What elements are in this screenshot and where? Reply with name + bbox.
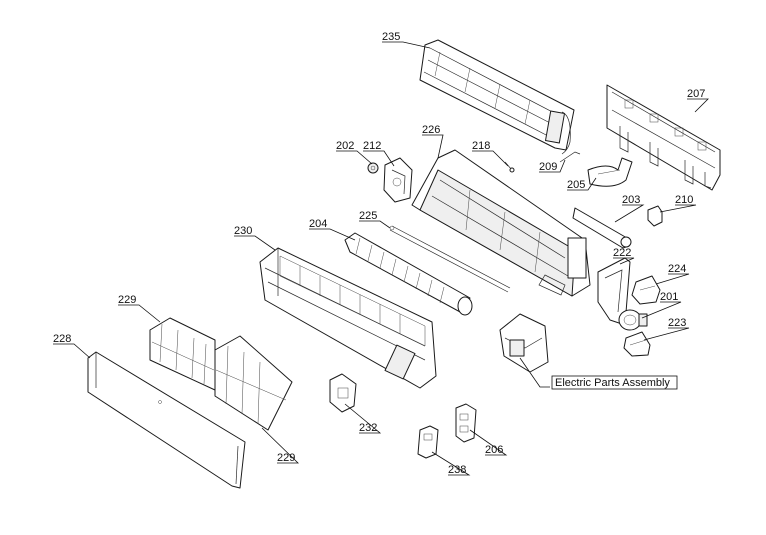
- part-212-motor: [383, 157, 413, 203]
- callout-212: 212: [363, 140, 381, 152]
- part-201-fan-motor: [618, 309, 648, 331]
- part-204-cross-flow-fan: [344, 232, 473, 316]
- callout-226: 226: [422, 124, 440, 136]
- callout-203: 203: [622, 194, 640, 206]
- part-203-pipe: [572, 207, 632, 249]
- electric-parts-assembly-label: Electric Parts Assembly: [551, 375, 678, 390]
- callout-235: 235: [382, 31, 400, 43]
- leader-lines: [53, 41, 709, 476]
- callout-218: 218: [472, 140, 490, 152]
- part-210-clip: [647, 205, 663, 227]
- part-229-right-filter: [214, 335, 293, 431]
- callout-228: 228: [53, 333, 71, 345]
- callout-225: 225: [359, 210, 377, 222]
- callout-224: 224: [668, 263, 686, 275]
- callout-210: 210: [675, 194, 693, 206]
- part-238-remote: [417, 425, 439, 459]
- part-228-front-panel: [87, 351, 246, 489]
- part-207-mounting-plate: [606, 84, 721, 191]
- part-218-sensor: [504, 161, 515, 173]
- part-229-left-filter: [149, 317, 216, 391]
- part-electric-box: [499, 313, 549, 373]
- callout-207: 207: [687, 88, 705, 100]
- callout-229-left: 229: [118, 294, 136, 306]
- part-226-chassis: [411, 149, 591, 297]
- callout-labels: 235 207 226 202 212 218 209 205 203 210 …: [53, 31, 705, 476]
- callout-206: 206: [485, 444, 503, 456]
- part-230-front-body: [259, 247, 437, 389]
- callout-204: 204: [309, 218, 327, 230]
- callout-232: 232: [359, 422, 377, 434]
- part-223-motor-bracket: [623, 331, 651, 357]
- callout-230: 230: [234, 225, 252, 237]
- callout-238: 238: [448, 464, 466, 476]
- callout-223: 223: [668, 317, 686, 329]
- callout-202: 202: [336, 140, 354, 152]
- part-205-hose: [587, 157, 633, 187]
- part-235-top-cover: [419, 39, 575, 155]
- callout-201: 201: [660, 291, 678, 303]
- callout-209: 209: [539, 161, 557, 173]
- part-209-wire: [559, 151, 581, 163]
- callout-229-right: 229: [277, 452, 295, 464]
- part-224-motor-cover: [631, 275, 661, 305]
- callout-222: 222: [613, 247, 631, 259]
- callout-205: 205: [567, 179, 585, 191]
- electric-parts-assembly-text: Electric Parts Assembly: [555, 377, 670, 389]
- part-202-nut: [367, 162, 379, 174]
- part-232-display-cover: [329, 373, 357, 413]
- part-206-remote-holder: [455, 403, 477, 443]
